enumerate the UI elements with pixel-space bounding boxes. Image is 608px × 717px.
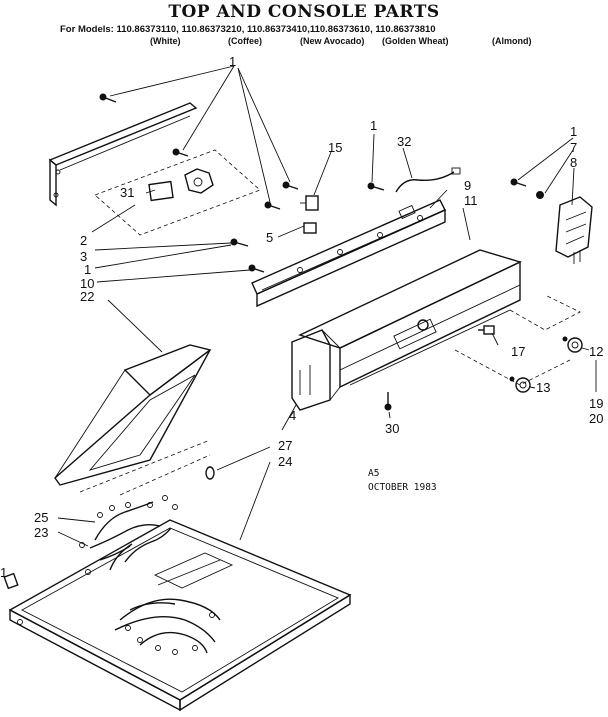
wiring-harness-lower <box>114 598 221 655</box>
color-white: (White) <box>150 36 181 46</box>
callout-32: 32 <box>397 134 411 149</box>
screw-1b <box>172 148 189 157</box>
stamp-code: A5 <box>368 468 380 479</box>
switch-mounting-panel <box>94 149 261 236</box>
callout-8: 8 <box>570 155 577 170</box>
knob-12 <box>509 294 583 353</box>
screw-1a <box>99 93 117 103</box>
knob-13 <box>454 349 571 393</box>
callout-7: 7 <box>570 140 577 155</box>
callout-30: 30 <box>385 421 399 436</box>
callout-1e: 1 <box>0 565 7 580</box>
callout-4: 4 <box>289 408 296 423</box>
switch-17 <box>478 325 495 335</box>
callout-31: 31 <box>120 185 134 200</box>
screw-2 <box>230 238 249 247</box>
callout-23: 23 <box>34 525 48 540</box>
screw-3 <box>248 264 265 273</box>
top-trim-strip <box>48 102 198 207</box>
lint-chute-cover <box>54 344 212 486</box>
page-title: TOP AND CONSOLE PARTS <box>168 2 440 22</box>
screw-30 <box>384 392 392 411</box>
color-golden-wheat: (Golden Wheat) <box>382 36 449 46</box>
callout-1a: 1 <box>229 54 236 69</box>
clip-part-1e <box>3 572 19 590</box>
component-5 <box>303 222 317 234</box>
callout-10: 10 <box>80 276 94 291</box>
callout-15: 15 <box>328 140 342 155</box>
stamp-date: OCTOBER 1983 <box>368 482 437 493</box>
callout-labels: 1 1 32 1 7 8 15 9 11 31 5 2 3 1 10 22 17… <box>0 54 603 580</box>
callout-9: 9 <box>464 178 471 193</box>
wiring-harness-upper <box>79 495 178 575</box>
callout-17: 17 <box>511 344 525 359</box>
grommet-27 <box>205 466 215 480</box>
wire-lead-32 <box>367 167 461 193</box>
callout-5: 5 <box>266 230 273 245</box>
callout-19: 19 <box>589 396 603 411</box>
color-new-avocado: (New Avocado) <box>300 36 365 46</box>
callout-20: 20 <box>589 411 603 426</box>
timer-component <box>300 195 319 211</box>
console-housing <box>291 249 522 411</box>
top-panel <box>8 519 352 712</box>
callout-3: 3 <box>80 249 87 264</box>
screw-1c <box>264 201 281 210</box>
callout-1d: 1 <box>84 262 91 277</box>
leader-lines <box>57 65 597 547</box>
callout-12: 12 <box>589 344 603 359</box>
callout-22: 22 <box>80 289 94 304</box>
callout-2: 2 <box>80 233 87 248</box>
screw-1d <box>282 181 299 190</box>
callout-27: 27 <box>278 438 292 453</box>
callout-13: 13 <box>536 380 550 395</box>
callout-25: 25 <box>34 510 48 525</box>
color-almond: (Almond) <box>492 36 532 46</box>
control-bracket-rail <box>251 199 446 308</box>
end-cap-bracket <box>510 178 593 264</box>
color-coffee: (Coffee) <box>228 36 262 46</box>
callout-11: 11 <box>464 193 478 208</box>
callout-1b: 1 <box>370 118 377 133</box>
models-line: For Models: 110.86373110, 110.86373210, … <box>60 24 436 35</box>
callout-24: 24 <box>278 454 292 469</box>
callout-1c: 1 <box>570 124 577 139</box>
